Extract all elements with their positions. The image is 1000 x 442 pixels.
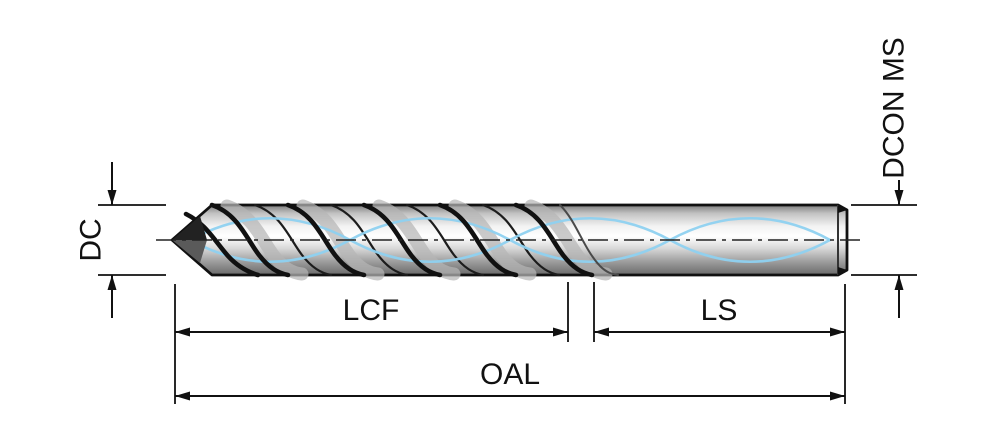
flute-trailing-edges <box>253 203 561 277</box>
ls-label: LS <box>701 294 738 327</box>
coolant-channels <box>189 216 831 264</box>
flute-shading <box>220 199 613 281</box>
dc-dimension: DC <box>75 162 166 318</box>
lcf-label: LCF <box>343 294 400 327</box>
coolant-channel-line-2 <box>189 216 831 264</box>
dcon-ms-label: DCON MS <box>878 37 911 179</box>
drill-point <box>172 216 207 263</box>
shank-end-detail <box>837 205 847 275</box>
ls-dimension: LS <box>593 282 846 404</box>
flute-runout <box>559 204 619 276</box>
oal-dimension: OAL <box>175 358 845 401</box>
dcon-ms-dimension: DCON MS <box>851 37 917 318</box>
oal-label: OAL <box>480 358 540 391</box>
lcf-dimension: LCF <box>174 282 569 404</box>
drill-illustration <box>156 199 866 281</box>
dc-label: DC <box>75 218 108 261</box>
